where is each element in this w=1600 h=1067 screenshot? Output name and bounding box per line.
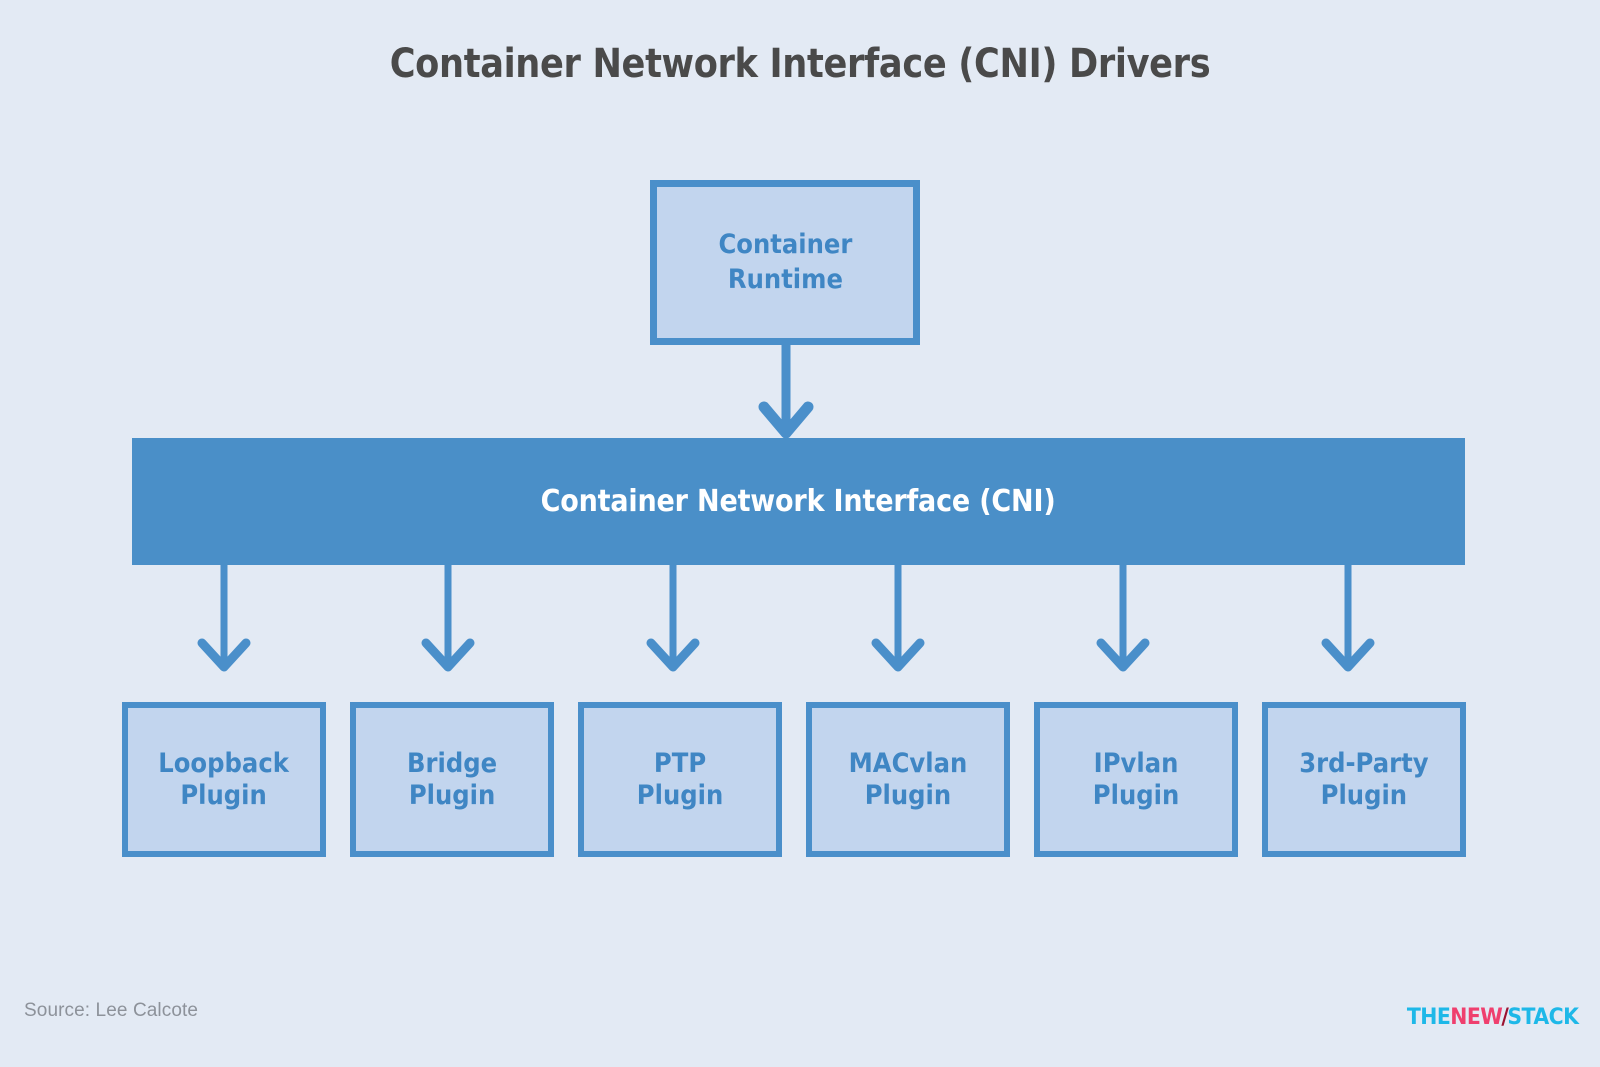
page-title: Container Network Interface (CNI) Driver… xyxy=(389,41,1211,87)
plugin-row: Loopback Plugin Bridge Plugin PTP Plugin… xyxy=(122,702,1466,857)
source-attribution: Source: Lee Calcote xyxy=(24,1000,199,1021)
logo-word-the: THE xyxy=(1406,1005,1451,1030)
logo-slash-icon: / xyxy=(1500,1005,1509,1030)
node-plugin-ipvlan-label: IPvlan Plugin xyxy=(1092,747,1180,811)
node-plugin-bridge: Bridge Plugin xyxy=(350,702,554,857)
node-plugin-loopback: Loopback Plugin xyxy=(122,702,326,857)
node-container-network-interface: Container Network Interface (CNI) xyxy=(132,438,1465,565)
arrow-cni-to-bridge xyxy=(420,565,476,675)
node-container-network-interface-label: Container Network Interface (CNI) xyxy=(541,484,1056,519)
logo-word-stack: STACK xyxy=(1506,1005,1579,1030)
node-plugin-macvlan: MACvlan Plugin xyxy=(806,702,1010,857)
logo-word-new: NEW xyxy=(1449,1005,1503,1030)
node-plugin-macvlan-label: MACvlan Plugin xyxy=(848,747,968,811)
arrow-cni-to-ipvlan xyxy=(1095,565,1151,675)
arrow-cni-to-macvlan xyxy=(870,565,926,675)
node-plugin-ipvlan: IPvlan Plugin xyxy=(1034,702,1238,857)
node-container-runtime-label: Container Runtime xyxy=(718,228,852,295)
node-plugin-bridge-label: Bridge Plugin xyxy=(406,747,498,811)
node-container-runtime: Container Runtime xyxy=(650,180,920,345)
node-plugin-ptp-label: PTP Plugin xyxy=(636,747,724,811)
node-plugin-3rd-party: 3rd-Party Plugin xyxy=(1262,702,1466,857)
arrow-cni-to-loopback xyxy=(196,565,252,675)
node-plugin-ptp: PTP Plugin xyxy=(578,702,782,857)
arrow-runtime-to-cni xyxy=(756,345,816,440)
node-plugin-3rd-party-label: 3rd-Party Plugin xyxy=(1299,747,1429,811)
arrow-cni-to-3rd-party xyxy=(1320,565,1376,675)
the-new-stack-logo: THE NEW / STACK xyxy=(1406,1005,1579,1030)
node-plugin-loopback-label: Loopback Plugin xyxy=(158,747,290,811)
arrow-cni-to-ptp xyxy=(645,565,701,675)
